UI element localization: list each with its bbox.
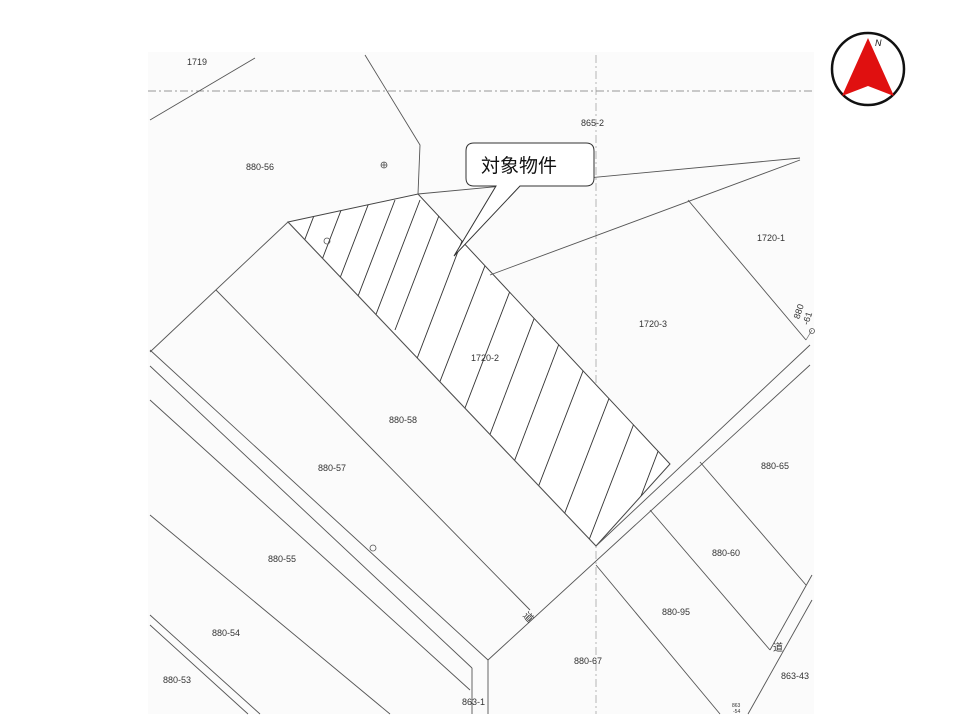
parcel-label-880-53: 880-53 <box>163 675 191 685</box>
north-arrow-icon: N <box>830 31 906 107</box>
parcel-label-863-54-line1: 863 <box>732 703 741 709</box>
parcel-label-880-95: 880-95 <box>662 607 690 617</box>
parcel-boundaries <box>149 54 813 715</box>
parcel-label-880-56: 880-56 <box>246 162 274 172</box>
callout-bubble <box>453 142 595 257</box>
parcel-label-880-54: 880-54 <box>212 628 240 638</box>
parcel-label-880-61-line2: -61 <box>801 311 815 326</box>
parcel-label-880-61-line1: 880 <box>792 303 806 320</box>
survey-marker-icon <box>323 237 331 245</box>
subject-callout: 対象物件 <box>453 142 595 257</box>
parcel-label-880-60: 880-60 <box>712 548 740 558</box>
parcel-label-1719: 1719 <box>187 57 207 67</box>
parcel-label-1720-3: 1720-3 <box>639 319 667 329</box>
callout-label: 対象物件 <box>481 155 557 177</box>
road-label-2: 道 <box>773 641 783 654</box>
parcel-label-880-65: 880-65 <box>761 461 789 471</box>
survey-marker-icon <box>369 544 377 552</box>
parcel-label-880-58: 880-58 <box>389 415 417 425</box>
compass-north-label: N <box>875 38 882 48</box>
parcel-label-880-55: 880-55 <box>268 554 296 564</box>
parcel-label-1720-1: 1720-1 <box>757 233 785 243</box>
parcel-label-1720-2: 1720-2 <box>471 353 499 363</box>
parcel-labels: 1719 880-56 865-2 1720-1 1720-3 1720-2 8… <box>163 57 814 715</box>
parcel-label-880-67: 880-67 <box>574 656 602 666</box>
parcel-label-863-54-line2: -54 <box>733 709 740 715</box>
survey-markers <box>323 161 815 552</box>
survey-marker-icon <box>809 328 815 334</box>
parcel-label-863-1: 863-1 <box>462 697 485 707</box>
parcel-label-865-2: 865-2 <box>581 118 604 128</box>
parcel-label-880-57: 880-57 <box>318 463 346 473</box>
parcel-label-863-43: 863-43 <box>781 671 809 681</box>
